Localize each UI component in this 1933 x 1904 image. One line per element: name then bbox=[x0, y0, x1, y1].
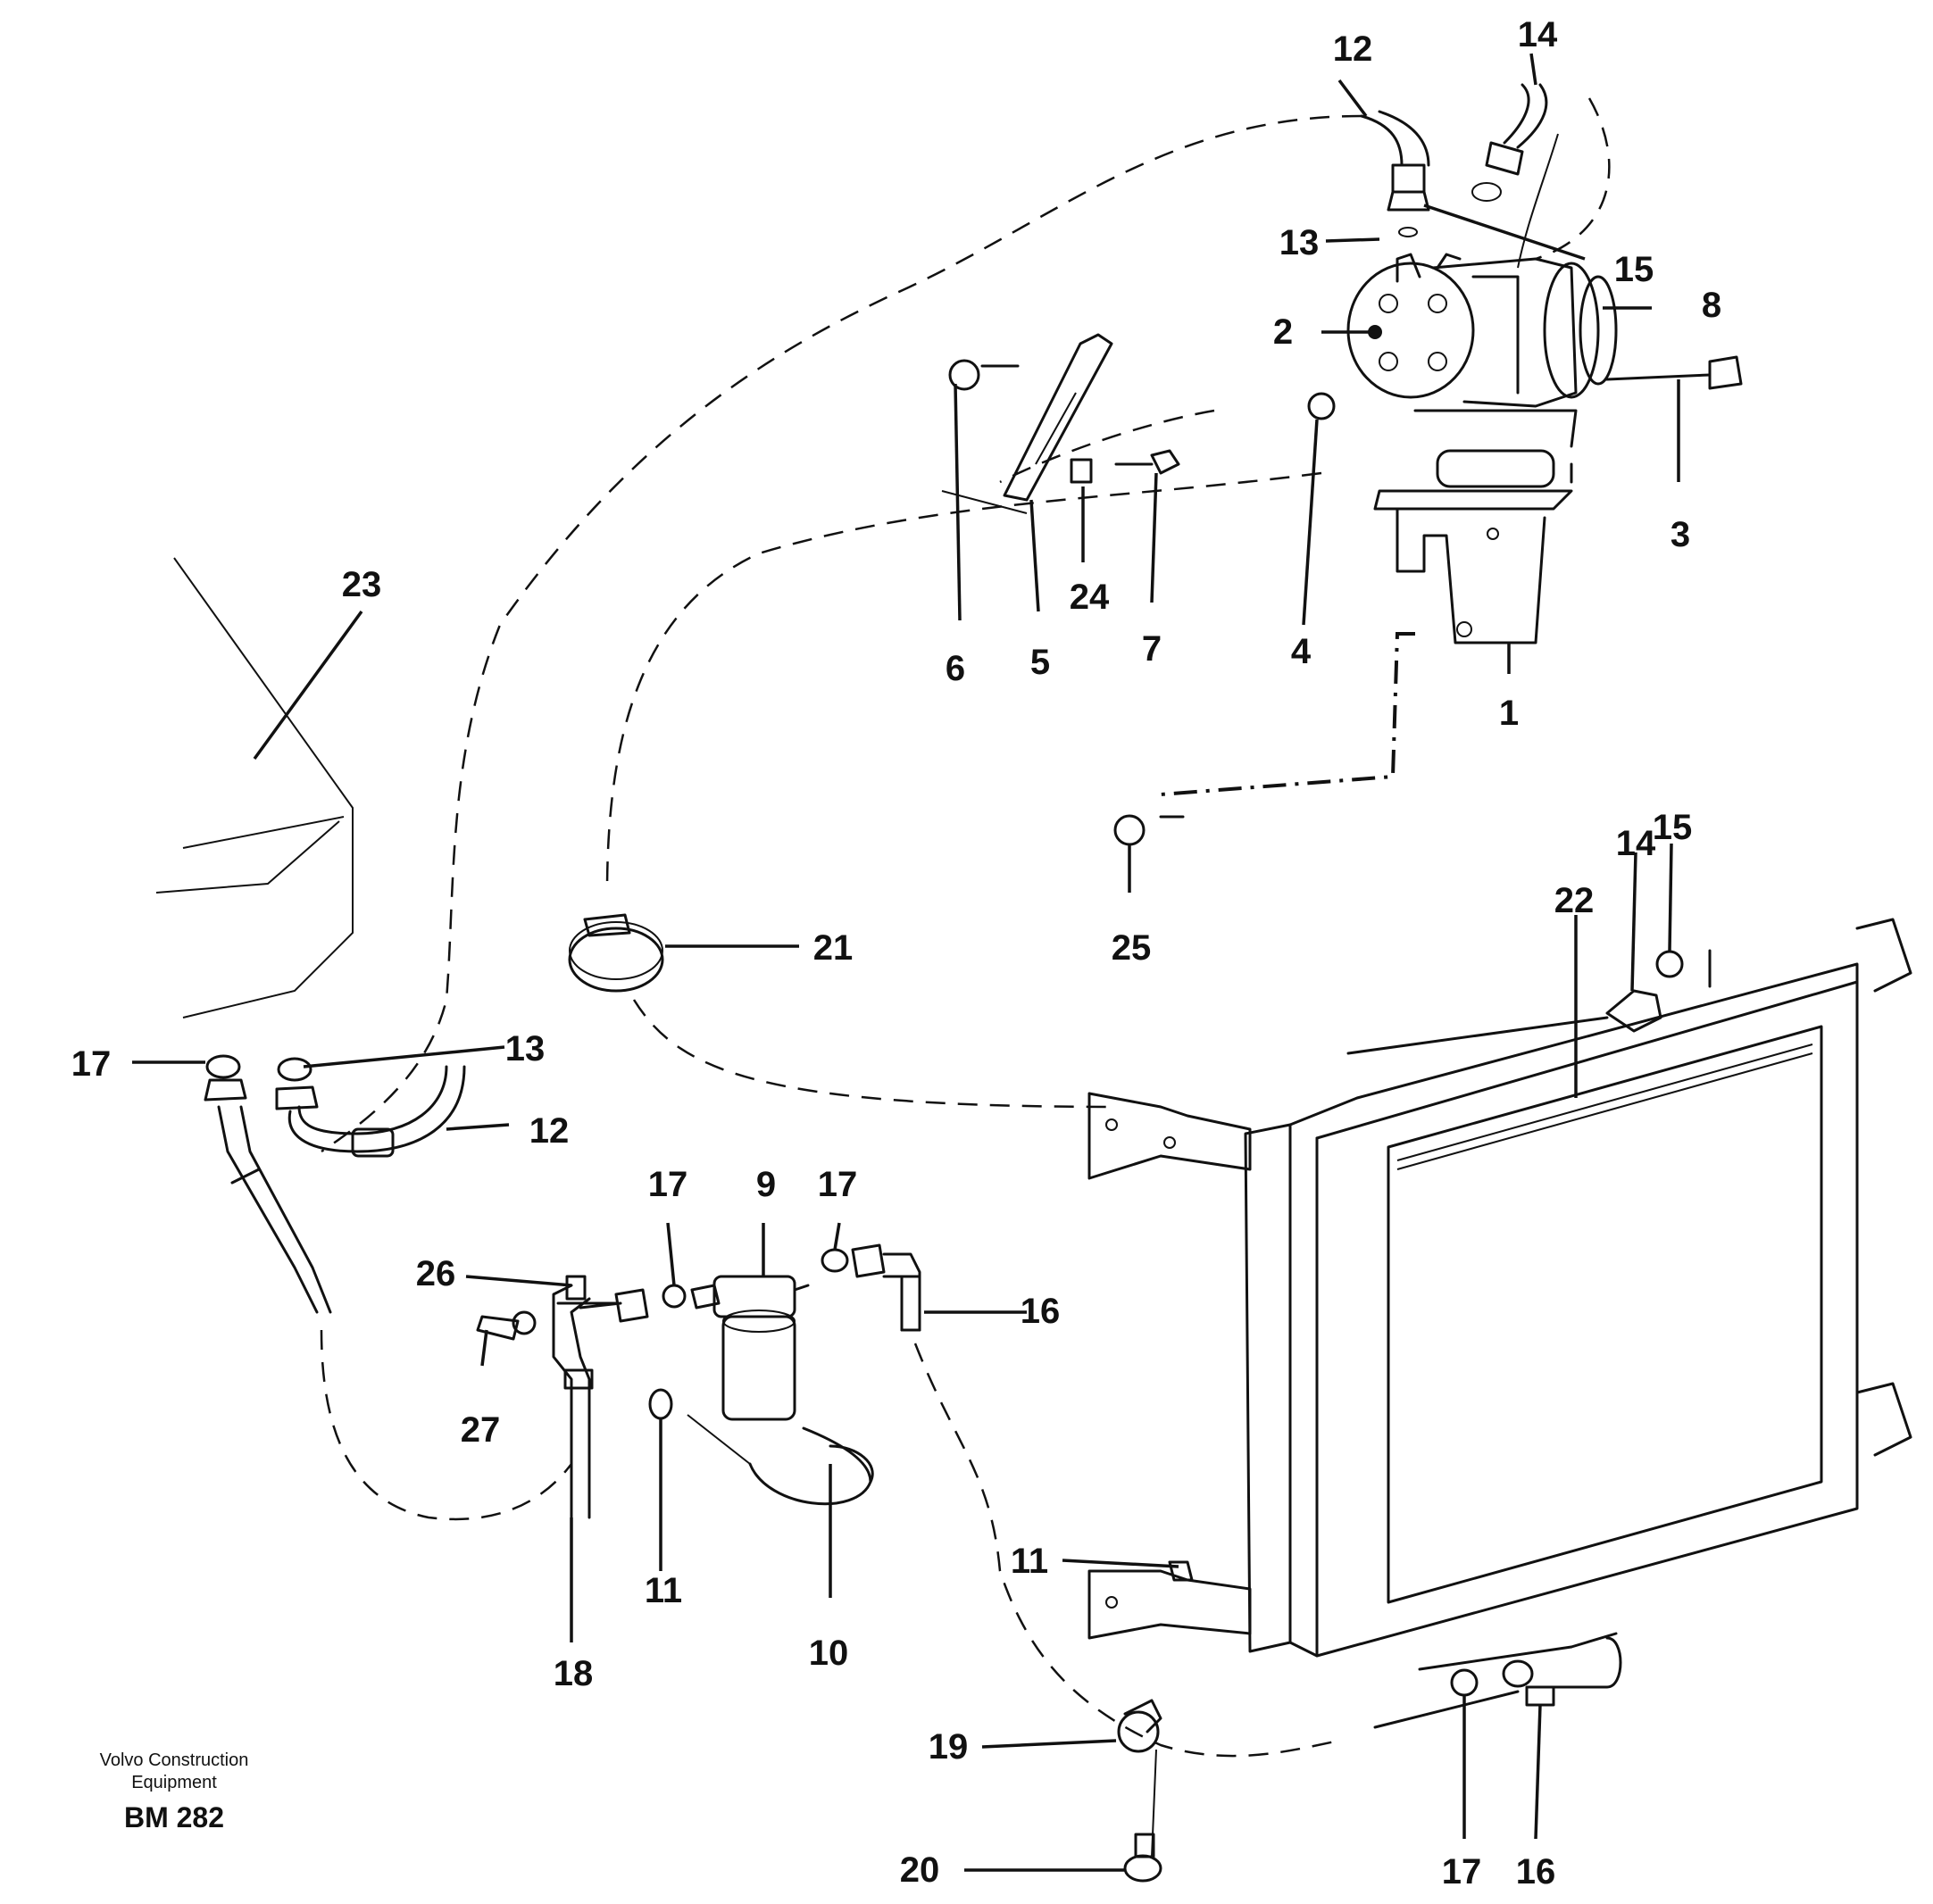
ac-compressor bbox=[1346, 253, 1618, 408]
callout-8: 8 bbox=[1702, 286, 1721, 325]
hose-clamp bbox=[568, 913, 664, 993]
callout-16-drier: 16 bbox=[1021, 1292, 1061, 1331]
callout-25: 25 bbox=[1112, 928, 1152, 968]
hose-routing-dashed-lines bbox=[320, 97, 1611, 1758]
callout-1: 1 bbox=[1499, 694, 1519, 733]
callout-12-left: 12 bbox=[529, 1111, 570, 1151]
callout-15-top: 15 bbox=[1614, 250, 1654, 289]
callout-11-left: 11 bbox=[645, 1571, 682, 1610]
callout-20: 20 bbox=[900, 1850, 940, 1890]
condenser bbox=[1087, 918, 1912, 1729]
callout-23: 23 bbox=[342, 565, 382, 604]
left-hose-connections bbox=[204, 1054, 687, 1519]
callout-labels: 12 14 13 15 2 8 3 4 6 5 24 7 1 25 21 23 … bbox=[71, 15, 1721, 1892]
caption-code: BM 282 bbox=[123, 1801, 225, 1833]
callout-14-right: 14 bbox=[1616, 824, 1656, 863]
callout-4: 4 bbox=[1291, 632, 1312, 671]
callout-3: 3 bbox=[1671, 515, 1690, 554]
caption-company-sub: Equipment bbox=[131, 1773, 217, 1792]
callout-15-right: 15 bbox=[1653, 808, 1693, 847]
p-clip-and-screw bbox=[1117, 1699, 1162, 1883]
callout-6: 6 bbox=[946, 649, 965, 688]
callout-5: 5 bbox=[1030, 643, 1050, 682]
callout-22: 22 bbox=[1554, 881, 1595, 920]
callout-21: 21 bbox=[813, 928, 854, 968]
mounting-hardware bbox=[941, 333, 1743, 846]
callout-24: 24 bbox=[1070, 578, 1110, 617]
callout-11-right: 11 bbox=[1011, 1542, 1048, 1581]
callout-17-left: 17 bbox=[71, 1044, 112, 1084]
callout-13-left: 13 bbox=[505, 1029, 546, 1068]
callout-7: 7 bbox=[1142, 629, 1162, 669]
compressor-bracket bbox=[1373, 409, 1578, 644]
callout-16-bottom: 16 bbox=[1516, 1852, 1556, 1892]
callout-9: 9 bbox=[756, 1165, 776, 1204]
callout-18: 18 bbox=[554, 1654, 594, 1693]
receiver-drier bbox=[687, 1275, 874, 1506]
callout-26: 26 bbox=[416, 1254, 456, 1293]
callout-19: 19 bbox=[929, 1727, 969, 1767]
compressor-hose-fittings bbox=[1360, 83, 1559, 269]
callout-10: 10 bbox=[809, 1634, 849, 1673]
callout-2: 2 bbox=[1273, 312, 1293, 352]
callout-12-top: 12 bbox=[1333, 29, 1373, 69]
diagram-caption: Volvo Construction Equipment BM 282 bbox=[54, 1750, 295, 1834]
caption-company: Volvo Construction bbox=[99, 1750, 249, 1770]
cab-outline bbox=[155, 557, 354, 1019]
callout-17-bottom: 17 bbox=[1442, 1852, 1482, 1892]
callout-14-top: 14 bbox=[1518, 15, 1558, 54]
callout-13-top: 13 bbox=[1279, 223, 1320, 262]
drier-outlet-fittings bbox=[648, 1243, 1194, 1582]
callout-17-drier-right: 17 bbox=[818, 1165, 858, 1204]
condenser-outlet-fittings bbox=[1450, 1659, 1555, 1707]
leader-lines bbox=[132, 53, 1680, 1872]
callout-27: 27 bbox=[461, 1410, 501, 1450]
callout-17-drier-left: 17 bbox=[648, 1165, 688, 1204]
